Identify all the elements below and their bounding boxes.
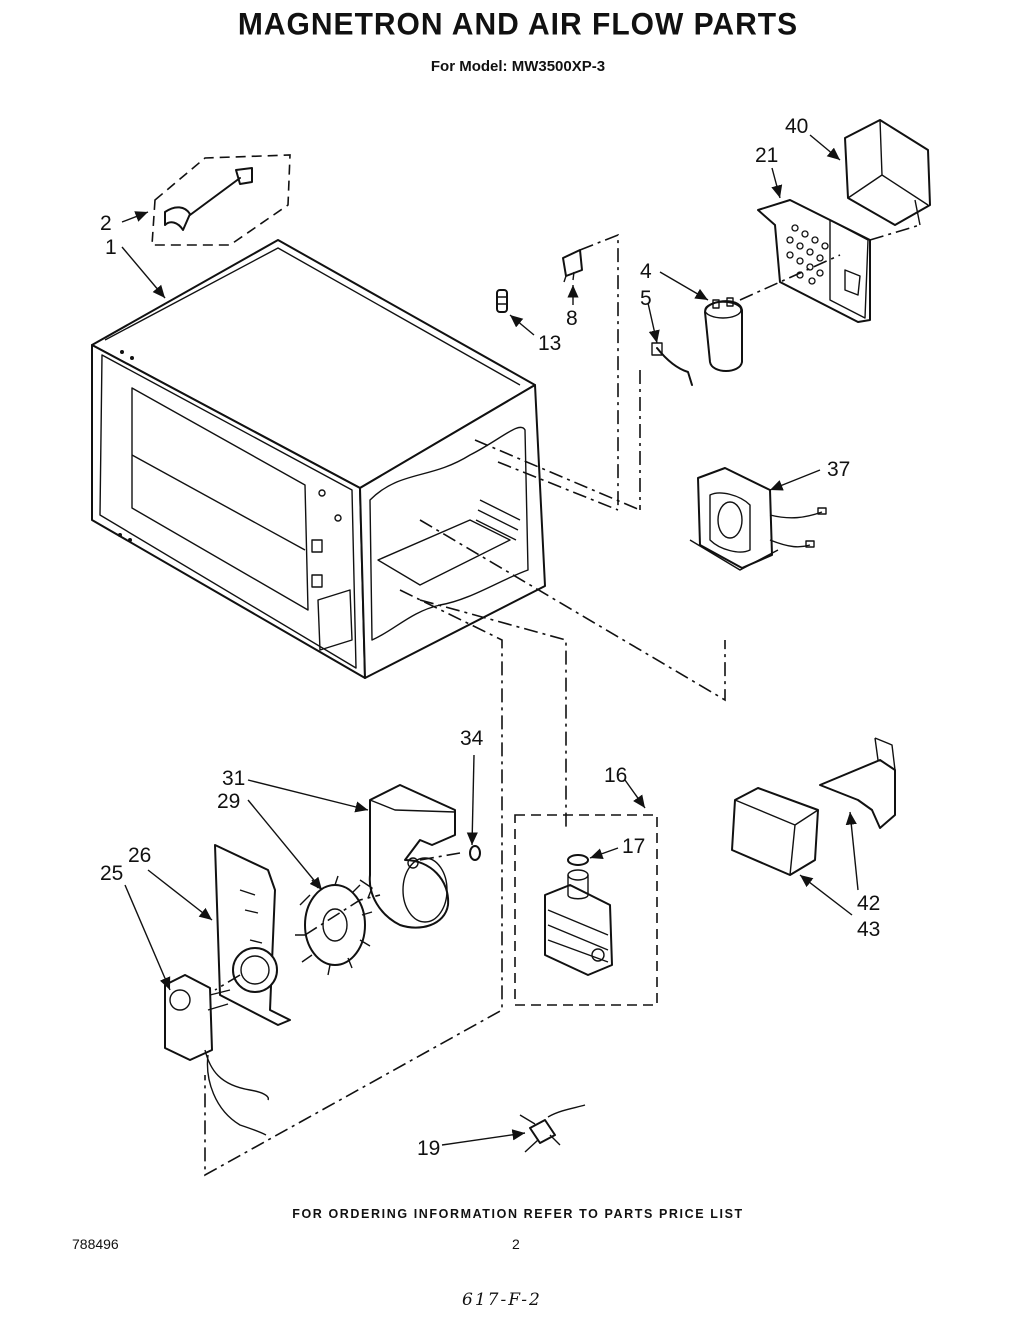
part-31-air-duct: [359, 784, 456, 929]
part-42-baffle: [819, 737, 896, 829]
part-5-diode: [651, 342, 693, 386]
callout-25: 25: [100, 862, 123, 885]
callout-17: 17: [622, 835, 645, 858]
callout-31: 31: [222, 767, 245, 790]
callout-1: 1: [105, 236, 117, 259]
part-43-cover: [731, 787, 819, 876]
callout-2: 2: [100, 212, 112, 235]
callout-43: 43: [857, 918, 880, 941]
callout-leaders: [121, 134, 859, 1146]
callout-19: 19: [417, 1137, 440, 1160]
part-34-washer: [469, 845, 481, 861]
handwritten-code: 617-F-2: [462, 1290, 542, 1310]
callout-29: 29: [217, 790, 240, 813]
part-25-fan-motor: [164, 974, 269, 1136]
part-21-bracket: [757, 199, 871, 323]
part-13-fuse: [496, 289, 508, 313]
part-37-transformer: [689, 467, 827, 571]
part-26-motor-bracket: [214, 844, 291, 1026]
part-1-cabinet: [91, 239, 546, 679]
callout-40: 40: [785, 115, 808, 138]
part-19-thermal-cutout: [519, 1104, 586, 1153]
callout-13: 13: [538, 332, 561, 355]
callout-26: 26: [128, 844, 151, 867]
callout-21: 21: [755, 144, 778, 167]
alignment-lines: [204, 224, 921, 1177]
callout-4: 4: [640, 260, 652, 283]
callout-34: 34: [460, 727, 484, 750]
model-subtitle: For Model: MW3500XP-3: [430, 58, 606, 75]
callout-16: 16: [604, 764, 627, 787]
part-17-gasket: [567, 854, 589, 866]
callout-42: 42: [857, 892, 880, 915]
part-29-fan-blade: [295, 875, 373, 976]
part-16-magnetron-assembly: [514, 814, 658, 1006]
callout-numbers: 2 1 40 21 4 5 8 13 37 34 31 29 26 25 16 …: [100, 115, 880, 1160]
ordering-note: FOR ORDERING INFORMATION REFER TO PARTS …: [292, 1207, 744, 1221]
part-4-capacitor: [704, 297, 743, 372]
part-8-switch: [562, 249, 583, 283]
part-2-screw-bracket: [151, 154, 291, 246]
callout-37: 37: [827, 458, 850, 481]
page-number: 2: [512, 1236, 520, 1252]
document-number: 788496: [72, 1236, 119, 1252]
callout-8: 8: [566, 307, 578, 330]
part-40-cover: [844, 119, 931, 226]
page-title: MAGNETRON AND AIR FLOW PARTS: [237, 7, 799, 42]
callout-5: 5: [640, 287, 652, 310]
